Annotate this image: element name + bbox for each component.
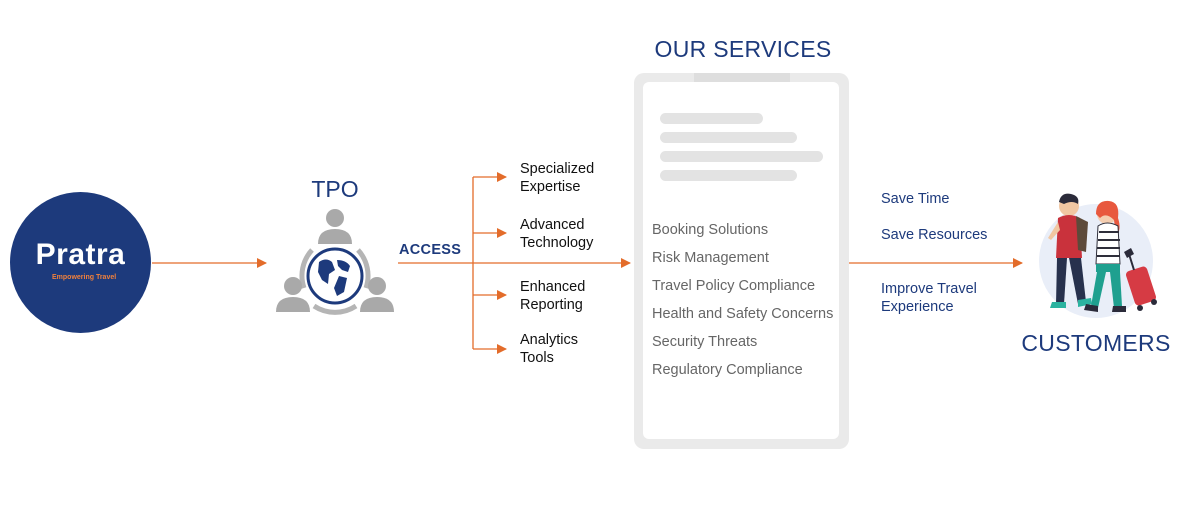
benefit-analytics-tools: Analytics Tools	[520, 331, 630, 367]
logo-tagline: Empowering Travel	[52, 274, 117, 281]
service-item: Travel Policy Compliance	[652, 278, 816, 294]
outcome-save-time: Save Time	[881, 190, 950, 208]
service-item: Booking Solutions	[652, 222, 769, 238]
placeholder-line	[660, 170, 797, 181]
benefit-line: Enhanced	[520, 279, 586, 295]
travelers-icon	[1048, 193, 1157, 312]
benefit-line: Analytics	[520, 332, 579, 348]
logo-name: Pratra	[35, 238, 126, 271]
outcome-line: Save Resources	[881, 227, 988, 243]
benefit-line: Tools	[520, 350, 554, 366]
access-label: ACCESS	[399, 242, 462, 258]
service-item: Risk Management	[652, 250, 769, 266]
service-item: Regulatory Compliance	[652, 362, 803, 378]
tpo-title: TPO	[311, 176, 359, 202]
outcome-line: Improve Travel	[881, 281, 977, 297]
placeholder-line	[660, 113, 763, 124]
placeholder-line	[660, 132, 797, 143]
service-item: Security Threats	[652, 334, 758, 350]
benefit-specialized-expertise: Specialized Expertise	[520, 160, 630, 196]
customers-title: CUSTOMERS	[1021, 330, 1171, 356]
outcome-save-resources: Save Resources	[881, 226, 987, 244]
benefit-line: Reporting	[520, 297, 583, 313]
service-item: Health and Safety Concerns	[652, 306, 834, 322]
people-network-globe-icon	[276, 209, 394, 315]
services-title: OUR SERVICES	[654, 36, 832, 62]
outcome-line: Experience	[881, 299, 954, 315]
benefit-line: Technology	[520, 235, 594, 251]
benefit-line: Advanced	[520, 217, 585, 233]
benefit-advanced-technology: Advanced Technology	[520, 216, 630, 252]
benefit-enhanced-reporting: Enhanced Reporting	[520, 278, 630, 314]
benefit-line: Specialized	[520, 161, 595, 177]
outcome-line: Save Time	[881, 191, 950, 207]
benefit-line: Expertise	[520, 179, 581, 195]
pratra-logo: Pratra Empowering Travel	[10, 192, 151, 333]
outcome-improve-travel-experience: Improve Travel Experience	[881, 280, 977, 316]
placeholder-line	[660, 151, 823, 162]
